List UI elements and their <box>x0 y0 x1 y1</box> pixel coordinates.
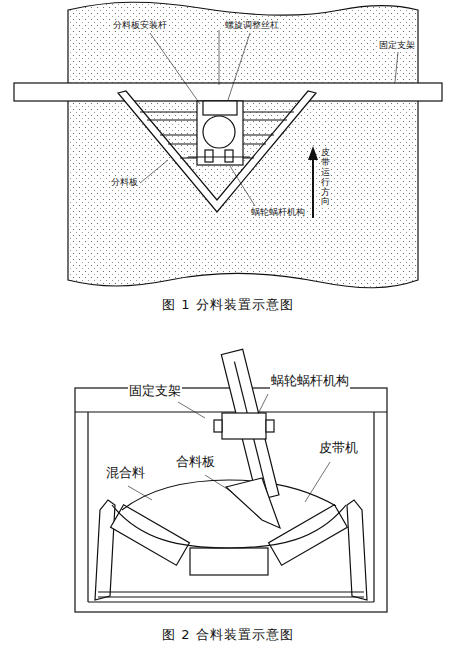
belt-conveyor <box>95 500 367 600</box>
mixed-material <box>122 480 336 510</box>
screw-mechanism <box>188 101 250 165</box>
divider-plate <box>118 91 316 212</box>
part-label: 分料板 <box>110 177 139 187</box>
fixed-frame <box>75 388 387 612</box>
part-label: 螺旋调整丝杠 <box>224 20 280 30</box>
belt-surface <box>68 2 418 288</box>
figure-caption: 图 2 合料装置示意图 <box>162 628 294 643</box>
direction-label: 皮带运行方向 <box>320 148 331 207</box>
figure-caption: 图 1 分料装置示意图 <box>162 298 294 313</box>
fixed-bracket <box>14 83 442 101</box>
part-label: 混合料 <box>105 466 146 481</box>
leader-lines <box>128 394 330 502</box>
part-label: 固定支架 <box>378 40 416 50</box>
leader-lines <box>140 33 398 206</box>
part-label: 皮带机 <box>318 441 359 456</box>
part-label: 蜗轮蜗杆机构 <box>270 374 350 389</box>
part-label: 合料板 <box>175 455 216 470</box>
part-label: 分料板安装杆 <box>112 20 168 30</box>
direction-arrow <box>308 146 318 218</box>
part-label: 蜗轮蜗杆机构 <box>250 207 306 217</box>
part-label: 固定支架 <box>128 384 182 399</box>
